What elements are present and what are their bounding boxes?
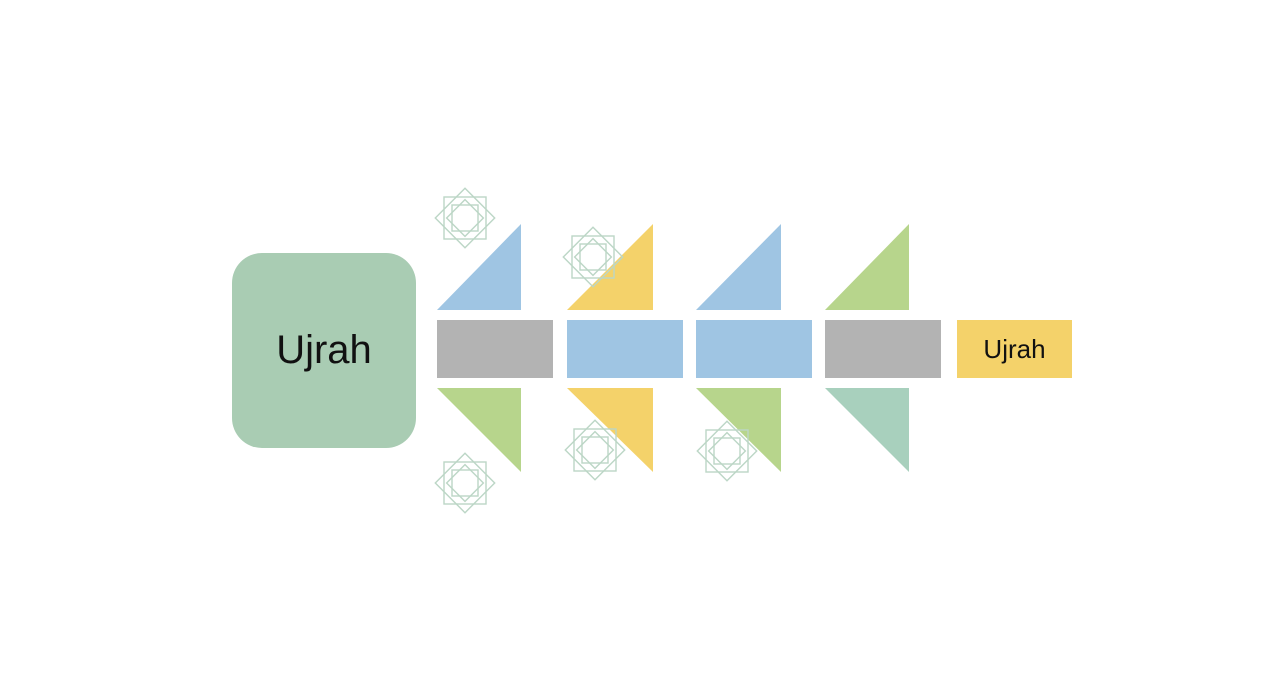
star-ornament [434, 452, 496, 514]
top-fin-4 [825, 224, 909, 310]
star-ornament [562, 226, 624, 288]
bottom-fin-4 [825, 388, 909, 472]
tail-box: Ujrah [957, 320, 1072, 378]
bottom-fin-3 [696, 388, 781, 472]
spine-segment-4 [825, 320, 941, 378]
tail-label: Ujrah [983, 333, 1046, 364]
spine-segment-3 [696, 320, 812, 378]
star-ornament [434, 187, 496, 249]
top-fin-2 [567, 224, 653, 310]
bottom-fin-1 [437, 388, 521, 472]
top-fin-1 [437, 224, 521, 310]
star-ornament [564, 419, 626, 481]
star-ornament [696, 420, 758, 482]
spine-segment-1 [437, 320, 553, 378]
bottom-fin-2 [567, 388, 653, 472]
head-label: Ujrah [276, 328, 372, 372]
head-box: Ujrah [232, 253, 416, 448]
top-fin-3 [696, 224, 781, 310]
spine-segment-2 [567, 320, 683, 378]
